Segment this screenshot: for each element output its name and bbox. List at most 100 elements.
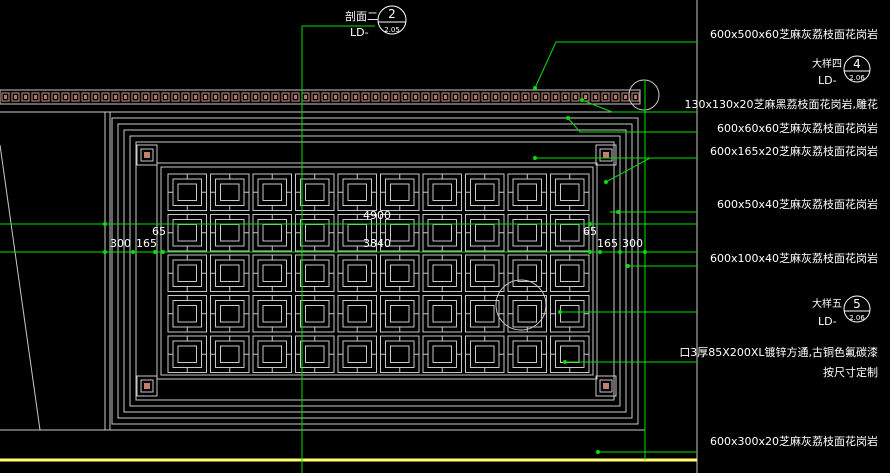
- lattice-cell: [465, 295, 505, 333]
- band-brick: [341, 92, 350, 102]
- band-brick: [411, 92, 420, 102]
- band-brick-dot: [634, 95, 637, 99]
- corner-ornament-fill: [144, 383, 150, 389]
- lattice-cell: [252, 173, 292, 211]
- lattice-cell: [210, 335, 250, 373]
- band-brick-dot: [304, 95, 307, 99]
- band-brick: [481, 92, 490, 102]
- band-brick-dot: [104, 95, 107, 99]
- lattice-cell: [337, 295, 377, 333]
- left-wall: [0, 111, 111, 431]
- band-brick: [461, 92, 470, 102]
- dim-inner: 3840: [363, 237, 391, 250]
- band-brick-dot: [534, 95, 537, 99]
- band-brick-dot: [274, 95, 277, 99]
- corner-box: [136, 375, 158, 397]
- detail-circle-5: [495, 279, 547, 331]
- lattice-cell: [210, 173, 250, 211]
- dim-left-inner: 65: [152, 225, 166, 238]
- band-brick-dot: [624, 95, 627, 99]
- band-brick: [201, 92, 210, 102]
- band-brick: [381, 92, 390, 102]
- section-marker: 剖面二 2 2.05 LD-: [345, 5, 407, 39]
- lattice-cell: [550, 214, 590, 252]
- band-brick-dot: [594, 95, 597, 99]
- lattice-cell: [167, 254, 207, 292]
- band-brick-dot: [114, 95, 117, 99]
- callout-labels: 600x500x60芝麻灰荔枝面花岗岩 130x130x20芝麻黑荔枝面花岗岩,…: [679, 27, 878, 448]
- band-brick-dot: [124, 95, 127, 99]
- band-brick-dot: [164, 95, 167, 99]
- band-brick: [101, 92, 110, 102]
- band-brick: [171, 92, 180, 102]
- band-brick-dot: [344, 95, 347, 99]
- band-brick-dot: [254, 95, 257, 99]
- callout-8: 按尺寸定制: [823, 365, 878, 379]
- callout-5: 600x50x40芝麻灰荔枝面花岗岩: [717, 197, 878, 211]
- band-brick: [111, 92, 120, 102]
- callout-4: 600x165x20芝麻灰荔枝面花岗岩: [710, 144, 878, 158]
- lattice-cell: [507, 295, 547, 333]
- band-brick: [31, 92, 40, 102]
- band-brick: [231, 92, 240, 102]
- panel-border: [156, 162, 598, 380]
- lattice-cell: [295, 254, 335, 292]
- band-brick-dot: [24, 95, 27, 99]
- dim-overall: 4900: [363, 209, 391, 222]
- band-brick-dot: [574, 95, 577, 99]
- band-brick: [21, 92, 30, 102]
- band-brick-dot: [154, 95, 157, 99]
- detail-marker-5-number: 5: [853, 297, 861, 311]
- lattice-cell: [295, 214, 335, 252]
- band-brick: [61, 92, 70, 102]
- band-brick: [531, 92, 540, 102]
- lattice-cell: [422, 254, 462, 292]
- lattice-cell: [507, 173, 547, 211]
- lattice-cell: [337, 254, 377, 292]
- lattice-cell: [210, 295, 250, 333]
- band-brick-dot: [174, 95, 177, 99]
- detail-marker-4-sheet-prefix: LD-: [818, 74, 837, 87]
- band-brick-dot: [244, 95, 247, 99]
- lattice-cell: [465, 335, 505, 373]
- corner-box-inner: [599, 148, 613, 162]
- lattice-cell: [295, 295, 335, 333]
- band-brick-dot: [354, 95, 357, 99]
- band-brick-dot: [614, 95, 617, 99]
- band-brick-dot: [414, 95, 417, 99]
- band-brick-dot: [14, 95, 17, 99]
- band-brick: [311, 92, 320, 102]
- lattice-cell: [210, 254, 250, 292]
- band-brick-dot: [604, 95, 607, 99]
- corner-ornaments: [136, 144, 617, 397]
- detail-marker-5: 大样五 5 2.06 LD-: [812, 295, 871, 328]
- band-brick-dot: [474, 95, 477, 99]
- band-brick-dot: [444, 95, 447, 99]
- band-brick-dot: [84, 95, 87, 99]
- frame-line: [135, 141, 615, 401]
- band-brick-dot: [404, 95, 407, 99]
- band-brick: [91, 92, 100, 102]
- band-brick: [261, 92, 270, 102]
- frame-line: [117, 123, 633, 419]
- lattice-cell: [422, 173, 462, 211]
- callout-2: 130x130x20芝麻黑荔枝面花岗岩,雕花: [684, 97, 878, 111]
- band-brick-dot: [44, 95, 47, 99]
- band-brick: [191, 92, 200, 102]
- band-brick: [271, 92, 280, 102]
- fretwork-lattice-panel: [167, 173, 590, 373]
- frame-line: [129, 135, 621, 407]
- lattice-cell: [422, 335, 462, 373]
- band-brick-dot: [264, 95, 267, 99]
- band-brick-dot: [74, 95, 77, 99]
- dimension-lines: [0, 223, 697, 253]
- band-brick: [251, 92, 260, 102]
- band-brick: [601, 92, 610, 102]
- corner-box-inner: [599, 379, 613, 393]
- lattice-cell: [507, 214, 547, 252]
- lattice-cell: [422, 295, 462, 333]
- band-brick: [351, 92, 360, 102]
- leader-dots: [533, 86, 630, 454]
- band-brick-dot: [434, 95, 437, 99]
